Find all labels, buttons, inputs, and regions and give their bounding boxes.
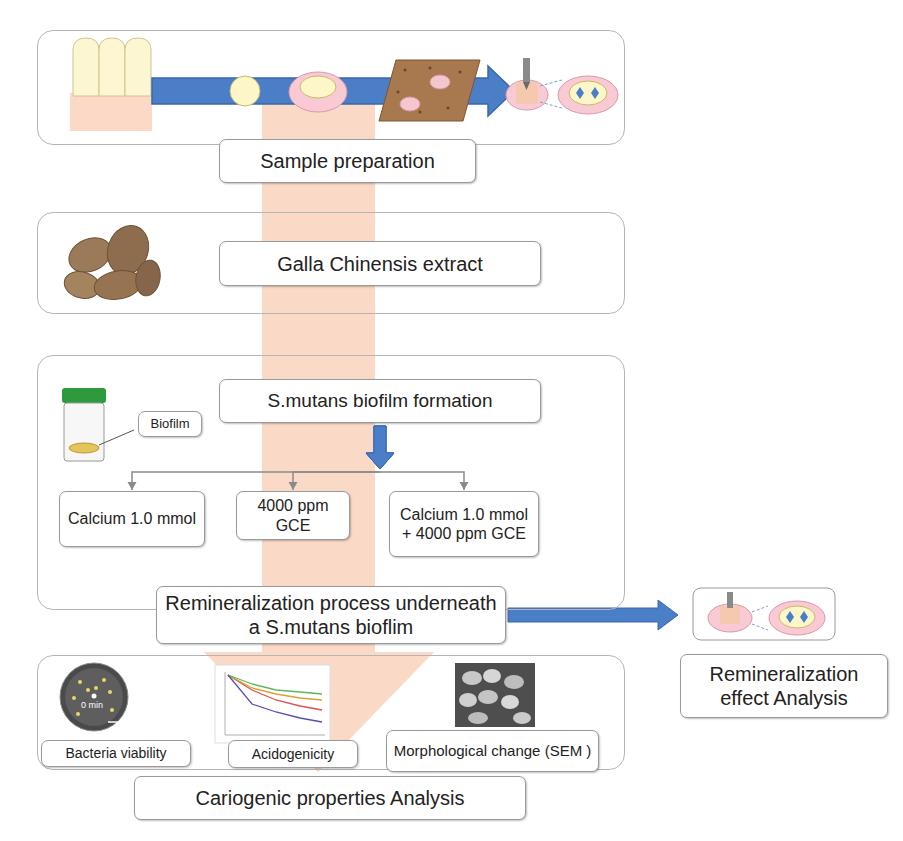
label-box: Calcium 1.0 mmol	[59, 491, 205, 547]
caption-box: Galla Chinensis extract	[219, 241, 541, 286]
flow-band-arrow	[204, 96, 434, 772]
biofilm-jar	[62, 388, 134, 461]
split-arrow-trunk	[366, 426, 394, 469]
caption-box: Cariogenic properties Analysis	[134, 776, 526, 820]
split-bracket-line	[293, 472, 380, 490]
split-bracket-line	[380, 472, 464, 490]
node-text: 4000 ppm GCE	[243, 496, 343, 534]
split-arrow-trunk	[366, 426, 394, 469]
node-text: Bacteria viability	[65, 745, 166, 762]
sem-image	[455, 663, 535, 727]
caption-box: Remineralization process underneath a S.…	[156, 586, 506, 644]
galla-chinensis-photo	[61, 220, 163, 303]
panel: Galla Chinensis extract	[37, 212, 625, 314]
node-text: Sample preparation	[260, 149, 435, 173]
label-box: Calcium 1.0 mmol + 4000 ppm GCE	[389, 491, 539, 557]
node-text: Acidogenicity	[252, 746, 335, 763]
label-box: Acidogenicity	[228, 740, 358, 768]
image-label: 0 min	[81, 700, 103, 710]
node-text: S.mutans biofilm formation	[268, 390, 493, 413]
connector	[289, 426, 395, 490]
node-text: Remineralization process underneath a S.…	[163, 591, 499, 639]
label-box: S.mutans biofilm formation	[219, 379, 541, 423]
node-text: Galla Chinensis extract	[277, 252, 483, 276]
split-bracket-line	[132, 472, 380, 490]
node-text: Cariogenic properties Analysis	[195, 786, 464, 810]
acidogenicity-chart	[215, 665, 330, 743]
node-text: Calcium 1.0 mmol + 4000 ppm GCE	[396, 505, 532, 543]
panel: Sample preparation	[37, 30, 625, 145]
caption-box: Remineralization effect Analysis	[680, 654, 888, 718]
arrow-head	[460, 482, 469, 490]
node-text: Calcium 1.0 mmol	[68, 509, 196, 528]
label-box: 4000 ppm GCE	[236, 491, 350, 540]
block-arrow	[508, 600, 678, 630]
petri-dish-image	[60, 663, 128, 731]
caption-box: Sample preparation	[219, 139, 476, 183]
connector	[366, 426, 469, 490]
node-text: Biofilm	[150, 416, 189, 432]
arrow-head	[128, 482, 137, 490]
remineralization-sample-panel	[693, 588, 835, 640]
node-text: Remineralization effect Analysis	[687, 662, 881, 710]
panel: Remineralization process underneath a S.…	[37, 355, 625, 610]
node-text: Morphological change (SEM )	[394, 742, 592, 760]
panel: Cariogenic properties AnalysisBacteria v…	[37, 655, 625, 770]
label-box: Morphological change (SEM )	[386, 730, 599, 772]
sample-prep-illustration	[70, 38, 618, 131]
split-arrow-trunk	[366, 426, 394, 469]
connector	[508, 600, 678, 630]
label-box: Bacteria viability	[41, 740, 191, 767]
node-group: Remineralization effect Analysis	[680, 586, 888, 720]
label-box: Biofilm	[138, 411, 202, 437]
arrow-head	[289, 482, 298, 490]
